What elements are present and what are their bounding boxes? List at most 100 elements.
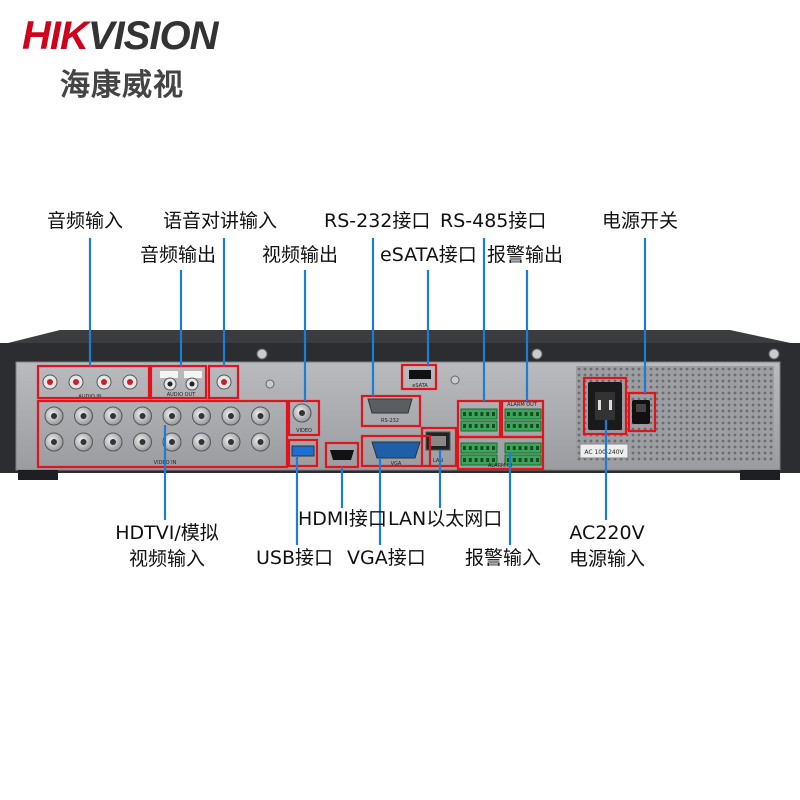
- terminal-screw: [492, 424, 495, 428]
- terminal-screw: [524, 412, 528, 416]
- label-rs232: RS-232接口: [324, 210, 431, 232]
- terminal-screw: [474, 446, 478, 450]
- bnc-connector-pin: [80, 413, 87, 419]
- terminal-screw: [480, 412, 484, 416]
- terminal-screw: [492, 458, 495, 462]
- label-hdtvi-line1: HDTVI/模拟: [115, 522, 219, 544]
- terminal-screw: [463, 412, 466, 416]
- terminal-screw: [492, 412, 495, 416]
- terminal-screw: [524, 446, 528, 450]
- label-alarm-in: 报警输入: [465, 547, 542, 569]
- bnc-connector-pin: [169, 439, 175, 445]
- callout-audio-out: [149, 364, 208, 400]
- leader-lines: [88, 238, 647, 545]
- callout-boxes: [36, 363, 657, 471]
- terminal-screw: [480, 424, 484, 428]
- print-lan: LAN: [433, 458, 443, 464]
- audio-out-rca-jacks: [160, 371, 202, 391]
- label-hdtvi-line2: 视频输入: [128, 548, 205, 570]
- esata-port-shape: [409, 370, 431, 379]
- terminal-block: [504, 454, 542, 466]
- ac-rating-sticker: [579, 443, 629, 459]
- bnc-connector-pin: [228, 439, 234, 445]
- terminal-screw: [507, 446, 510, 450]
- terminal-screw: [507, 458, 510, 462]
- label-ac-line1: AC220V: [569, 522, 645, 544]
- label-audio-out: 音频输出: [140, 244, 217, 266]
- terminal-screw: [530, 412, 534, 416]
- terminal-screw: [512, 412, 516, 416]
- label-audio-in: 音频输入: [47, 210, 124, 232]
- label-power-switch: 电源开关: [602, 210, 679, 232]
- terminal-block: [460, 442, 498, 454]
- terminal-block: [504, 420, 542, 432]
- terminal-screw: [512, 446, 516, 450]
- terminal-screw: [474, 412, 478, 416]
- print-alarm-in: ALARM IN: [488, 463, 513, 469]
- terminal-screw: [463, 424, 466, 428]
- terminal-screw: [512, 424, 516, 428]
- brand-logo-red-part: HIK: [22, 14, 89, 58]
- terminal-block: [504, 442, 542, 454]
- label-talk-in: 语音对讲输入: [163, 210, 278, 232]
- terminal-screw: [536, 458, 539, 462]
- terminal-screw: [518, 446, 522, 450]
- bnc-connector-pin: [198, 439, 205, 445]
- terminal-screw: [518, 424, 522, 428]
- terminal-screw: [474, 458, 478, 462]
- terminal-screw: [507, 424, 510, 428]
- terminal-screw: [480, 458, 484, 462]
- terminal-screw: [463, 458, 466, 462]
- bnc-connector-pin: [139, 439, 146, 445]
- terminal-screw: [486, 458, 490, 462]
- print-audio-out: AUDIO OUT: [167, 392, 197, 398]
- terminal-screw: [486, 424, 490, 428]
- callout-alarm-in: [456, 435, 545, 471]
- rs232-db9-port: [367, 398, 413, 414]
- audio-in-rca-jacks: [42, 374, 138, 390]
- callout-vga: [360, 434, 432, 468]
- terminal-screw: [512, 458, 516, 462]
- callout-esata: [400, 363, 438, 391]
- usb-port-shape: [291, 445, 315, 457]
- label-hdtvi: HDTVI/模拟 视频输入: [100, 522, 234, 570]
- terminal-screw: [486, 412, 490, 416]
- bnc-connector-pin: [257, 413, 264, 419]
- callout-power-switch: [627, 391, 657, 433]
- brand-logo-en: HIKVISION: [22, 12, 219, 60]
- bnc-connector-pin: [51, 413, 57, 419]
- label-ac-power: AC220V 电源输入: [552, 522, 662, 570]
- bnc-connector-pin: [198, 413, 205, 419]
- label-lan: LAN以太网口: [388, 508, 503, 530]
- terminal-block: [460, 408, 498, 420]
- bnc-connector-pin: [110, 439, 116, 445]
- terminal-screw: [468, 446, 472, 450]
- terminal-screw: [463, 446, 466, 450]
- print-esata: eSATA: [412, 383, 428, 389]
- terminal-screw: [524, 458, 528, 462]
- terminal-screw: [530, 446, 534, 450]
- brand-logo-rest-part: VISION: [87, 14, 219, 58]
- bnc-connector-pin: [80, 439, 87, 445]
- label-ac-line2: 电源输入: [568, 548, 645, 570]
- terminal-screw: [474, 424, 478, 428]
- terminal-screw: [536, 446, 539, 450]
- print-vga: VGA: [391, 461, 402, 467]
- label-hdmi: HDMI接口: [298, 508, 387, 530]
- print-alarm-out: ALARM OUT: [507, 402, 538, 408]
- terminal-screw: [486, 446, 490, 450]
- label-esata: eSATA接口: [380, 244, 477, 266]
- callout-usb: [287, 438, 319, 468]
- terminal-screw: [480, 446, 484, 450]
- terminal-screw: [530, 458, 534, 462]
- terminal-screw: [536, 424, 539, 428]
- bnc-connector-pin: [257, 439, 264, 445]
- callout-rs232: [360, 394, 422, 428]
- video-in-bnc-grid: [44, 406, 270, 452]
- terminal-screw: [492, 446, 495, 450]
- terminal-screw: [468, 458, 472, 462]
- terminal-block: [504, 408, 542, 420]
- terminal-screw: [468, 424, 472, 428]
- label-vga: VGA接口: [347, 547, 426, 569]
